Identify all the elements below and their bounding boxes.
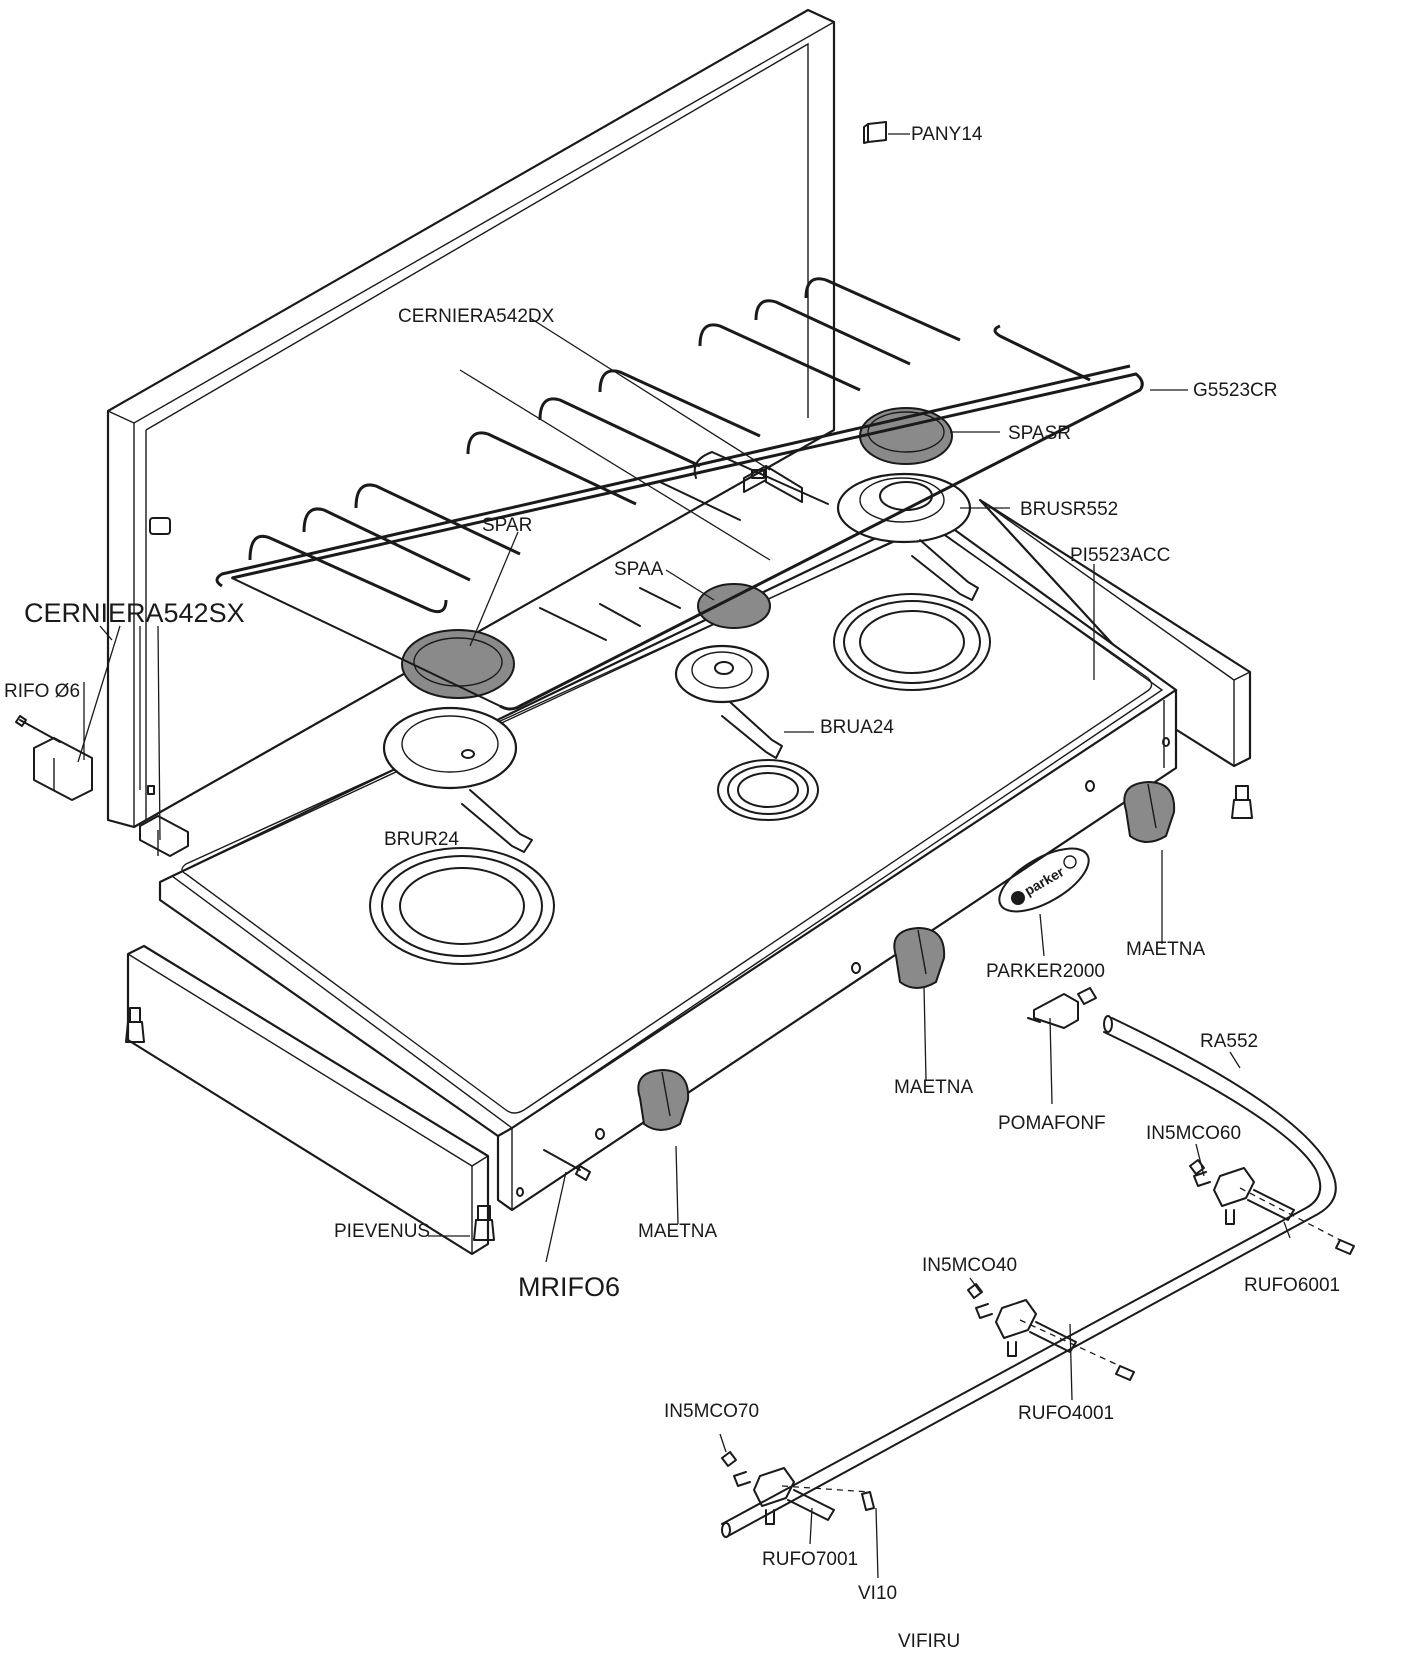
gas-pipe	[721, 987, 1337, 1538]
label-spasr: SPASR	[1008, 423, 1072, 444]
label-in5mco70: IN5MCO70	[664, 1401, 760, 1422]
label-brua24: BRUA24	[820, 717, 894, 738]
leader-lines	[77, 133, 1291, 1579]
hinge-parts	[15, 715, 189, 857]
label-rufo6001: RUFO6001	[1244, 1275, 1341, 1296]
pany14-clip	[863, 121, 887, 144]
label-pievenus: PIEVENUS	[334, 1221, 431, 1242]
label-cerniera542sx: CERNIERA542SX	[24, 598, 245, 628]
burner-recesses	[369, 593, 991, 965]
label-in5mco60: IN5MCO60	[1146, 1123, 1242, 1144]
hinge-block	[743, 465, 803, 503]
label-ra552: RA552	[1200, 1031, 1259, 1052]
label-pomafonf: POMAFONF	[998, 1113, 1106, 1134]
label-in5mco40: IN5MCO40	[922, 1255, 1018, 1276]
label-spar: SPAR	[482, 515, 533, 536]
label-pi5523acc: PI5523ACC	[1070, 545, 1171, 566]
label-spaa: SPAA	[614, 559, 664, 580]
burner-brua24	[674, 644, 783, 759]
label-rufo4001: RUFO4001	[1018, 1403, 1115, 1424]
label-rufo7001: RUFO7001	[762, 1549, 859, 1570]
label-g5523cr: G5523CR	[1193, 380, 1278, 401]
label-vi10: VI10	[858, 1583, 898, 1604]
pin-mrifo6	[543, 1149, 591, 1181]
valve-rufo4001	[967, 1283, 1077, 1357]
knobs	[637, 780, 1176, 1131]
burner-brur24	[382, 706, 533, 853]
valve-rufo7001	[721, 1451, 835, 1525]
valve-rufo6001	[1189, 1159, 1295, 1225]
label-cerniera542dx: CERNIERA542DX	[398, 306, 555, 327]
label-brur24: BRUR24	[384, 829, 459, 850]
parker-logo-text: parker	[1022, 863, 1068, 899]
label-parker2000: PARKER2000	[986, 961, 1105, 982]
lid-panel	[106, 8, 836, 829]
feet	[125, 785, 1253, 1241]
label-vifiru: VIFIRU	[898, 1631, 961, 1652]
label-maetna-front: MAETNA	[638, 1221, 718, 1242]
screws	[781, 1187, 1355, 1511]
label-mrifo6: MRIFO6	[518, 1272, 621, 1302]
label-rifo6: RIFO Ø6	[4, 681, 81, 702]
grate-g5523cr	[215, 277, 1144, 711]
label-brusr552: BRUSR552	[1020, 499, 1119, 520]
label-pany14: PANY14	[911, 124, 983, 145]
label-maetna-middle: MAETNA	[894, 1077, 974, 1098]
label-maetna-right: MAETNA	[1126, 939, 1206, 960]
front-left-panel	[126, 944, 490, 1256]
